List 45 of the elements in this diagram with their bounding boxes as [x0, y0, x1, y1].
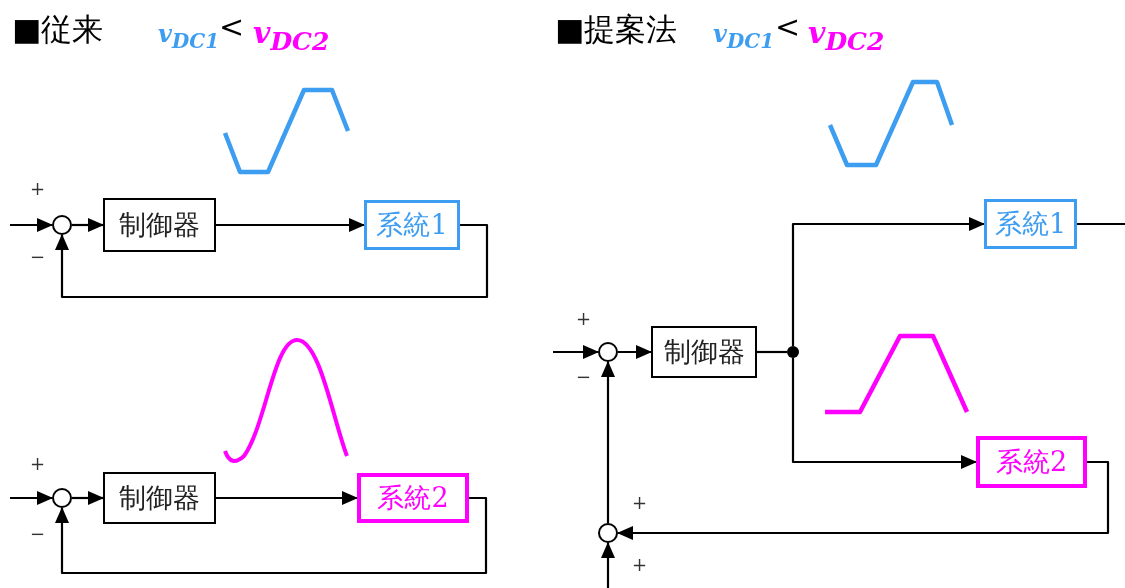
- sign-label: +: [632, 494, 648, 512]
- section-heading: ■従来: [12, 14, 104, 45]
- sign-label: −: [576, 368, 592, 386]
- voltage-symbol: v$_{DC1}$: [158, 22, 220, 51]
- arrow: [10, 491, 53, 505]
- arrow: [553, 345, 599, 359]
- sign-label: +: [576, 310, 592, 328]
- arrow: [791, 217, 985, 346]
- sign-label: −: [30, 525, 46, 543]
- arrow: [216, 218, 365, 232]
- arrow: [216, 491, 358, 505]
- arrow: [617, 460, 1110, 540]
- voltage-symbol: v$_{DC2}$: [253, 18, 330, 54]
- sign-label: +: [30, 455, 46, 473]
- arrow: [55, 496, 488, 575]
- block-box: 制御器: [103, 472, 216, 524]
- arrow: [601, 542, 615, 588]
- sign-label: +: [30, 180, 46, 198]
- block-box: 制御器: [651, 326, 757, 378]
- summing-junction: [598, 523, 618, 543]
- comparison-sign: <: [219, 12, 245, 42]
- comparison-sign: <: [775, 12, 801, 42]
- block-box: 制御器: [103, 198, 216, 252]
- summing-junction: [598, 342, 618, 362]
- block-box: 系統1: [364, 200, 460, 250]
- voltage-symbol: v$_{DC1}$: [713, 22, 775, 51]
- arrow: [72, 491, 104, 505]
- junction-dot: [787, 346, 799, 358]
- summing-junction: [52, 488, 72, 508]
- connector-line: [757, 350, 787, 354]
- arrow: [791, 358, 977, 469]
- connector-line: [1077, 222, 1125, 226]
- arrow: [601, 361, 615, 523]
- block-box: 系統1: [984, 199, 1077, 249]
- arrow: [72, 218, 104, 232]
- voltage-symbol: v$_{DC2}$: [808, 18, 885, 54]
- sign-label: +: [632, 556, 648, 574]
- arrow: [10, 218, 53, 232]
- summing-junction: [52, 215, 72, 235]
- sign-label: −: [30, 248, 46, 266]
- section-heading: ■提案法: [555, 14, 678, 45]
- block-box: 系統2: [357, 473, 469, 523]
- arrow: [55, 223, 489, 299]
- block-box: 系統2: [976, 436, 1087, 488]
- arrow: [618, 345, 652, 359]
